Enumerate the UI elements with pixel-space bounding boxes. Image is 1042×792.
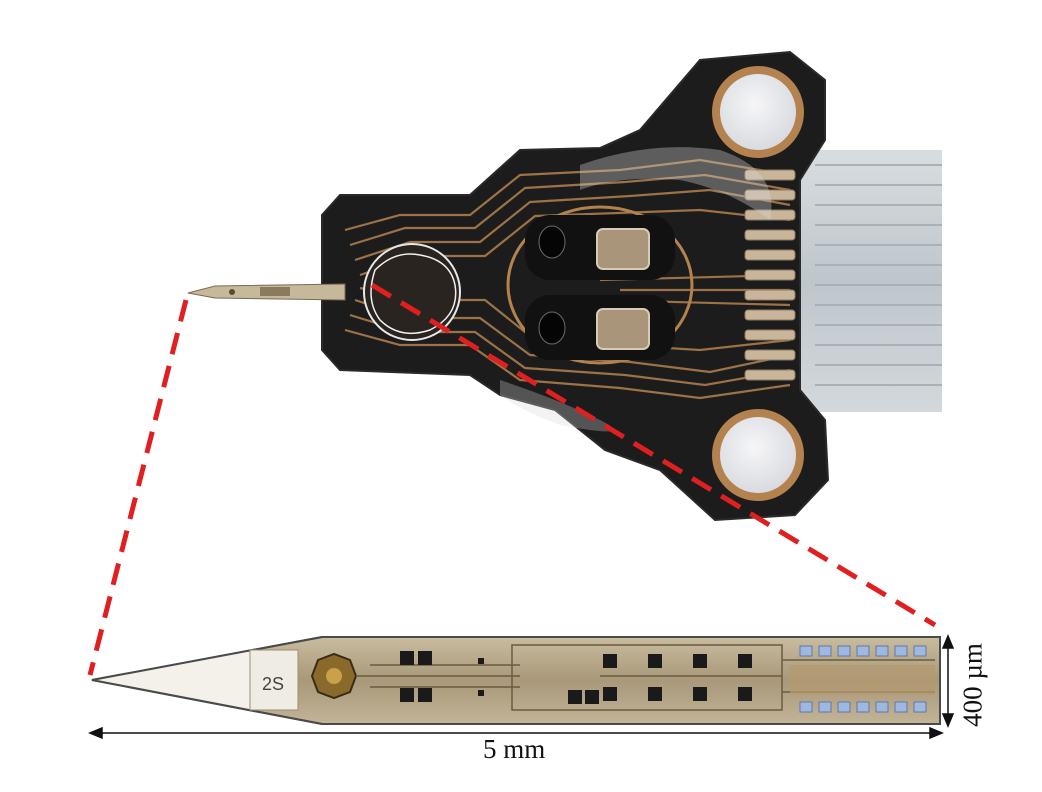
pcb-board xyxy=(321,50,830,522)
width-scale-arrow xyxy=(88,726,944,740)
height-scale-label: 400 µm xyxy=(957,643,988,727)
probe-chip-magnified: 2S xyxy=(91,636,941,725)
zoom-lines xyxy=(87,282,937,676)
probe-needle-small xyxy=(187,283,346,301)
flex-cable xyxy=(790,150,942,412)
height-scale-arrow xyxy=(941,634,955,728)
height-scale-label-wrapper: 400 µm xyxy=(953,640,993,730)
width-scale-label: 5 mm xyxy=(483,734,546,764)
chip-label-text: 2S xyxy=(262,674,284,694)
